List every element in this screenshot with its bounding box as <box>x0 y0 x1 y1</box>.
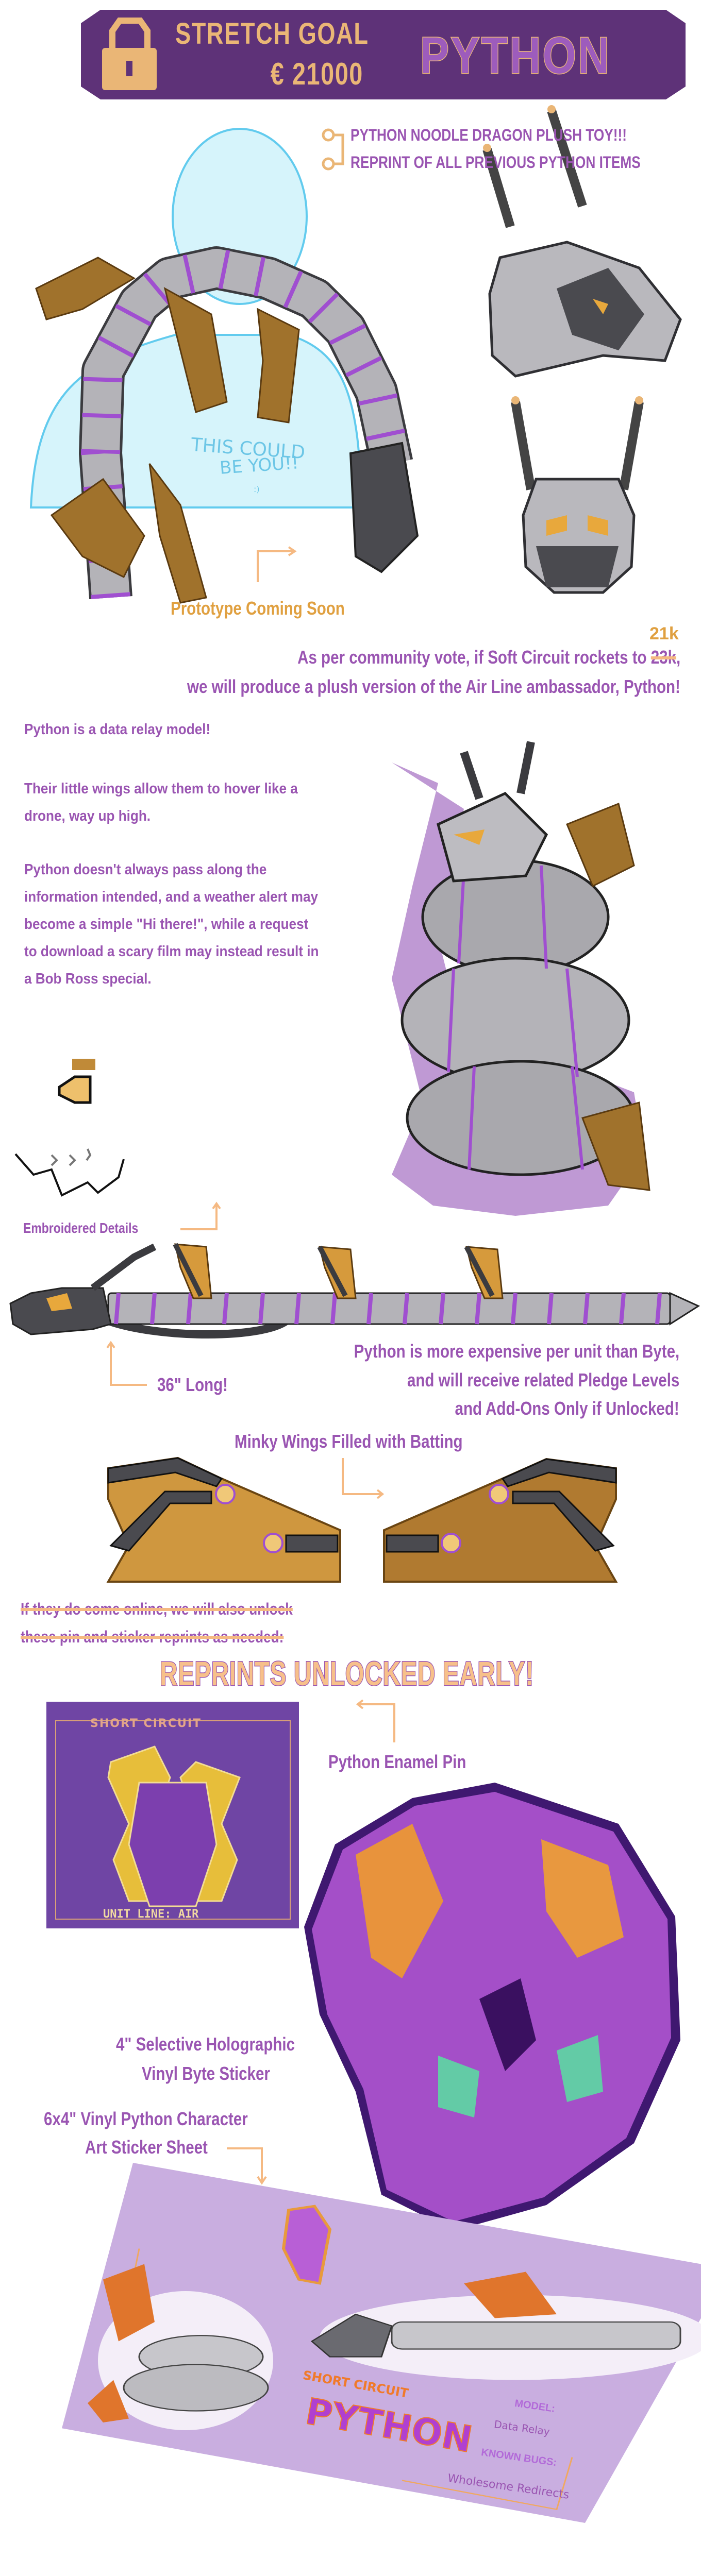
embroidered-arrow-icon <box>180 1201 221 1230</box>
noodle-dragon-plush-illustration <box>35 246 419 604</box>
plush-head-side-view <box>482 105 682 378</box>
pricing-note: Python is more expensive per unit than B… <box>354 1341 679 1362</box>
length-label: 36" Long! <box>157 1374 228 1395</box>
reward-item: REPRINT OF ALL PREVIOUS PYTHON ITEMS <box>350 153 641 172</box>
holographic-byte-sticker-photo <box>304 1783 680 2231</box>
sticker-label: Vinyl Byte Sticker <box>142 2063 270 2084</box>
length-arrow-icon <box>106 1341 147 1386</box>
goal-name-title: PYTHON <box>420 27 611 84</box>
sticker-flying-python <box>310 2272 701 2380</box>
character-sticker-sheet-photo <box>62 2163 701 2523</box>
struck-note: these pin and sticker reprints as needed… <box>21 1628 284 1646</box>
sticker-label: 4" Selective Holographic <box>116 2033 295 2055</box>
story-paragraph: Python is a data relay model! <box>24 721 211 738</box>
prototype-note: Prototype Coming Soon <box>171 598 345 619</box>
reprints-headline: REPRINTS UNLOCKED EARLY! <box>159 1654 534 1692</box>
embroidered-label: Embroidered Details <box>23 1220 139 1236</box>
prototype-arrow-icon <box>257 546 297 582</box>
stretch-goal-amount: € 21000 <box>270 57 363 91</box>
coiled-dragon-illustration <box>392 741 650 1216</box>
old-target-amount: 23k <box>650 647 676 668</box>
scale-note-smile: :) <box>254 484 260 494</box>
sticker-coiled-python <box>88 2264 273 2430</box>
pricing-note: and Add-Ons Only if Unlocked! <box>455 1398 679 1419</box>
new-target-amount: 21k <box>649 624 679 643</box>
enamel-pin-card-photo <box>46 1702 299 1928</box>
banner-background <box>81 10 686 99</box>
embroidered-detail-illustration <box>14 1059 125 1197</box>
plush-head-front-view <box>511 396 644 594</box>
pin-card-brand: SHORT CIRCUIT <box>90 1717 202 1730</box>
wings-arrow-icon <box>342 1458 385 1499</box>
vote-punctuation: , <box>676 647 680 668</box>
sticker-mini-pin-design <box>281 2205 332 2285</box>
vote-line-1: As per community vote, if Soft Circuit r… <box>297 648 680 667</box>
pin-label: Python Enamel Pin <box>328 1751 466 1772</box>
wings-label: Minky Wings Filled with Batting <box>235 1431 463 1452</box>
story-paragraph: Their little wings allow them to hover l… <box>24 781 298 824</box>
struck-note: If they do come online, we will also unl… <box>21 1600 293 1618</box>
reward-item: PYTHON NOODLE DRAGON PLUSH TOY!!! <box>350 126 627 144</box>
pin-card-line: UNIT LINE: AIR <box>103 1908 199 1921</box>
long-dragon-illustration <box>9 1243 700 1338</box>
story-paragraph: Python doesn't always pass along the inf… <box>24 861 319 987</box>
pricing-note: and will receive related Pledge Levels <box>407 1369 679 1391</box>
sheet-arrow-icon <box>227 2147 267 2185</box>
vote-line-2: we will produce a plush version of the A… <box>187 676 680 697</box>
pin-arrow-icon <box>356 1699 395 1742</box>
scale-note: BE YOU!! <box>219 452 299 479</box>
padlock-icon <box>102 18 157 90</box>
stretch-goal-label: STRETCH GOAL <box>175 17 369 50</box>
bullet-connector-icon <box>322 128 344 171</box>
minky-wings-illustration <box>106 1456 618 1583</box>
sheet-label: 6x4" Vinyl Python Character <box>44 2108 248 2129</box>
sheet-label: Art Sticker Sheet <box>85 2137 208 2158</box>
vote-text: As per community vote, if Soft Circuit r… <box>297 647 651 668</box>
